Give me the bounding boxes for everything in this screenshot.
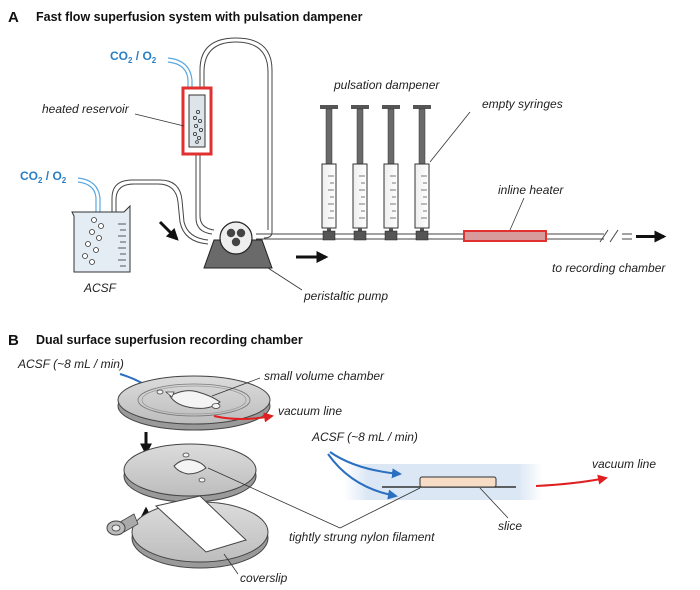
panel-a-title: Fast flow superfusion system with pulsat… [36, 10, 363, 24]
heated-reservoir [181, 86, 213, 156]
syringe-2 [351, 105, 369, 241]
vacuum-outflow-arrow-right [535, 474, 608, 487]
vacuum-line-right-label: vacuum line [592, 457, 656, 471]
syringe-1 [320, 105, 338, 241]
outlet-tubing [256, 229, 632, 243]
slice [419, 476, 497, 488]
gas-tube-top [167, 57, 193, 95]
vacuum-outflow-arrow-left [213, 412, 274, 423]
inline-heater [463, 230, 547, 242]
panel-b-title: Dual surface superfusion recording chamb… [36, 333, 303, 347]
syringe-3 [382, 105, 400, 241]
coverslip [154, 495, 247, 553]
acsf-flow-arrow-below [327, 453, 398, 500]
vacuum-line-left-label: vacuum line [278, 404, 342, 418]
coverslip-leader [223, 553, 239, 575]
heated-reservoir-leader [134, 113, 185, 127]
small-volume-chamber-leader [211, 377, 261, 397]
heated-reservoir-label: heated reservoir [42, 102, 130, 116]
acsf-label: ACSF [83, 281, 117, 295]
panel-b-letter: B [8, 332, 19, 349]
slice-label: slice [498, 519, 522, 533]
pump-leader [267, 267, 303, 291]
top-chamber-disc [117, 375, 271, 431]
flow-arrow-to-pump [158, 220, 179, 241]
to-recording-chamber-label: to recording chamber [552, 261, 666, 275]
coverslip-label: coverslip [240, 571, 288, 585]
empty-syringes-leader [429, 111, 471, 163]
acsf-flow-left-label: ACSF (~8 mL / min) [17, 357, 124, 371]
empty-syringes-label: empty syringes [482, 97, 563, 111]
gas-label-left: CO2 / O2 [20, 169, 67, 185]
syringe-4 [413, 105, 431, 241]
nylon-filament-label: tightly strung nylon filament [289, 530, 435, 544]
middle-disc [123, 443, 257, 503]
slice-leader [479, 487, 509, 519]
peristaltic-pump-label: peristaltic pump [303, 289, 388, 303]
small-volume-chamber-label: small volume chamber [264, 369, 385, 383]
inline-heater-label: inline heater [498, 183, 564, 197]
inline-heater-leader [509, 197, 525, 231]
gas-label-top: CO2 / O2 [110, 49, 157, 65]
pulsation-dampener-label: pulsation dampener [333, 78, 440, 92]
tubing-beaker-to-pump [111, 179, 209, 245]
panel-a-letter: A [8, 9, 19, 26]
acsf-flow-arrow-above [329, 451, 402, 479]
acsf-flow-right-label: ACSF (~8 mL / min) [311, 430, 418, 444]
tubing-loop [195, 37, 273, 239]
acsf-beaker [71, 204, 131, 273]
peristaltic-pump [203, 221, 273, 269]
nylon-filament-leader-left [207, 467, 341, 529]
gas-tube-left [77, 177, 101, 220]
knob [106, 513, 139, 536]
nylon-filament-leader-right [339, 487, 421, 529]
